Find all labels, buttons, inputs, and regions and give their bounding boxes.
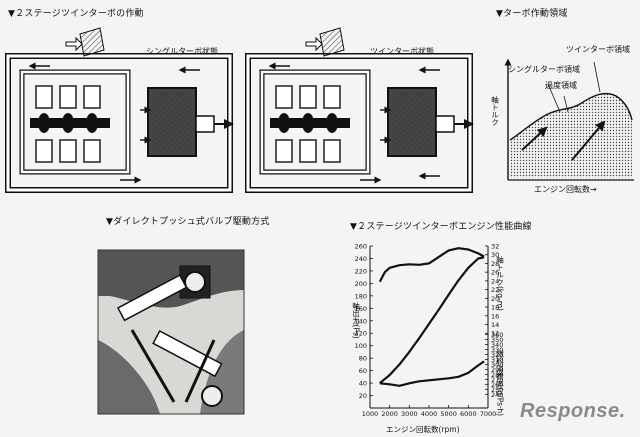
torque-tick-label: 26: [491, 269, 499, 277]
operation-title: ▼２ステージツインターボの作動: [8, 9, 144, 19]
y-tick-label: 240: [355, 255, 367, 263]
x-tick-label: 3000: [401, 410, 418, 418]
twin-turbo-label: ツインターボ状態: [370, 47, 434, 56]
y-tick-label: 180: [355, 292, 367, 300]
torque-right-label: 軸トルク(kg-m): [495, 256, 505, 311]
bsfc-tick-label: 270: [491, 376, 503, 384]
bsfc-tick-label: 290: [491, 366, 503, 374]
bsfc-tick-label: 300: [491, 361, 503, 369]
x-tick-label: 7000: [480, 410, 497, 418]
y-tick-label: 200: [355, 280, 367, 288]
x-tick-label: 6000: [460, 410, 477, 418]
curve-title: ▼２ステージツインターボエンジン性能曲線: [350, 222, 532, 232]
region-title: ▼ターボ作動領域: [496, 9, 568, 19]
torque-tick-label: 28: [491, 260, 499, 268]
y-tick-label: 260: [355, 243, 367, 251]
twin-region-label: ツインターボ領域: [566, 45, 630, 54]
y-tick-label: 220: [355, 267, 367, 275]
x-tick-label: 5000: [440, 410, 457, 418]
turbo-region-diagram: [504, 58, 634, 181]
bsfc-tick-label: 360: [491, 331, 503, 339]
y-tick-label: 80: [359, 355, 367, 363]
rpm-axis-label: エンジン回転数→: [534, 185, 597, 194]
rpm-x-label: エンジン回転数(rpm): [386, 425, 460, 434]
bsfc-tick-label: 310: [491, 356, 503, 364]
torque-tick-label: 22: [491, 286, 499, 294]
bsfc-tick-label: 350: [491, 336, 503, 344]
bsfc-right-label: 燃料消費率(g/Ps·h): [495, 350, 505, 417]
y-tick-label: 60: [359, 367, 367, 375]
bsfc-tick-label: 330: [491, 346, 503, 354]
bsfc-tick-label: 340: [491, 341, 503, 349]
torque-tick-label: 14: [491, 321, 499, 329]
x-tick-label: 4000: [421, 410, 438, 418]
y-tick-label: 140: [355, 317, 367, 325]
y-tick-label: 40: [359, 380, 367, 388]
bsfc-tick-label: 320: [491, 351, 503, 359]
torque-tick-label: 32: [491, 243, 499, 251]
bsfc-tick-label: 260: [491, 381, 503, 389]
x-tick-label: 1000: [362, 410, 379, 418]
torque-tick-label: 24: [491, 277, 499, 285]
torque-tick-label: 30: [491, 251, 499, 259]
power-axis-label: 軸出力(Ps): [351, 302, 361, 339]
bsfc-tick-label: 280: [491, 371, 503, 379]
y-tick-label: 160: [355, 305, 367, 313]
single-turbo-diagram: [5, 27, 234, 193]
torque-tick-label: 18: [491, 304, 499, 312]
torque-axis-label: 軸トルク: [490, 96, 500, 126]
y-tick-label: 20: [359, 392, 367, 400]
y-tick-label: 100: [355, 342, 367, 350]
watermark-logo: Response.: [520, 400, 626, 422]
bsfc-tick-label: 250: [491, 386, 503, 394]
y-tick-label: 120: [355, 330, 367, 338]
single-turbo-label: シングルターボ状態: [146, 47, 218, 56]
bsfc-tick-label: 240: [491, 391, 503, 399]
valve-title: ▼ダイレクトプッシュ式バルブ駆動方式: [106, 217, 270, 227]
single-region-label: シングルターボ領域: [508, 65, 580, 74]
x-tick-label: 2000: [381, 410, 398, 418]
series-line-bsfc: [379, 360, 485, 387]
series-line-torque_kgm: [378, 247, 485, 283]
series-line-power_ps: [379, 256, 485, 384]
torque-tick-label: 12: [491, 330, 499, 338]
valve-train-illustration: [97, 249, 245, 415]
twin-turbo-diagram: [245, 27, 474, 193]
torque-tick-label: 20: [491, 295, 499, 303]
torque-tick-label: 16: [491, 312, 499, 320]
transition-region-label: 過度領域: [545, 81, 577, 90]
